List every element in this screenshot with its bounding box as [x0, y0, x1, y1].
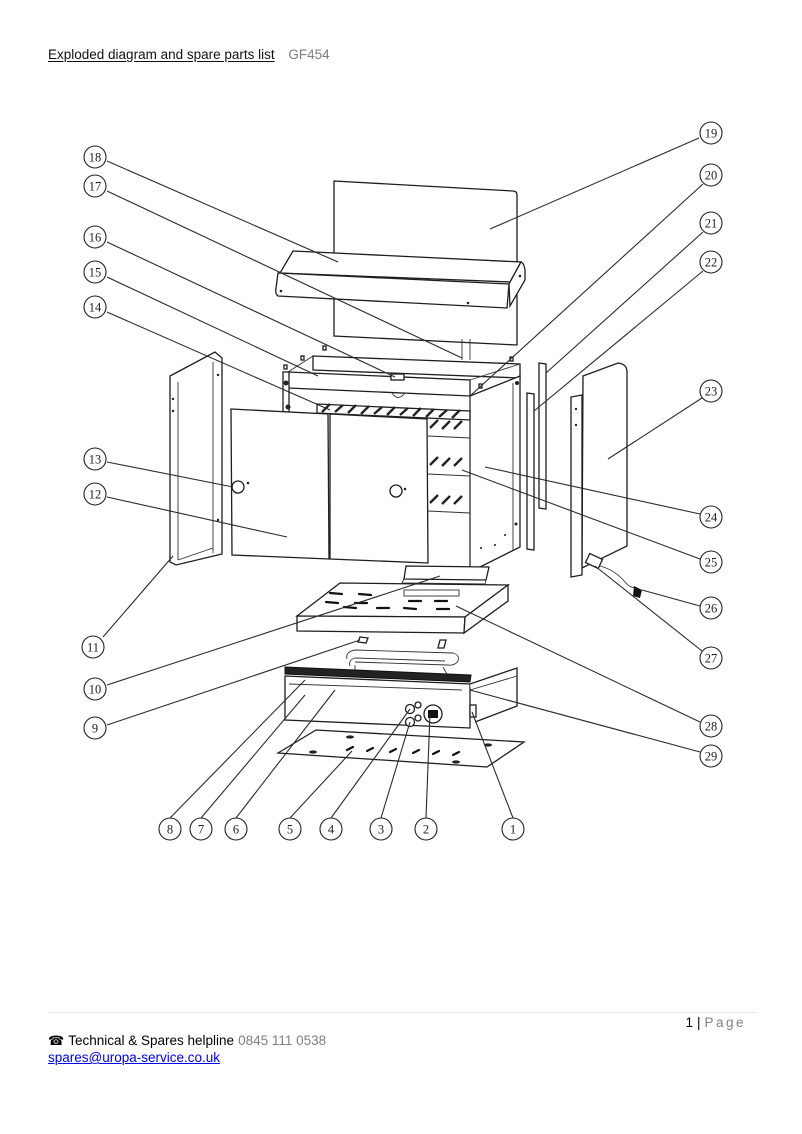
svg-text:4: 4 — [328, 822, 335, 836]
svg-text:25: 25 — [705, 555, 718, 569]
helpline-number: 0845 111 0538 — [238, 1033, 327, 1048]
leader-lines — [102, 137, 704, 819]
callout-21: 21 — [699, 211, 723, 235]
callout-4: 4 — [319, 817, 343, 841]
telephone-icon: ☎ — [48, 1033, 65, 1048]
svg-text:7: 7 — [198, 822, 204, 836]
callout-15: 15 — [83, 260, 107, 284]
svg-text:5: 5 — [287, 822, 293, 836]
callout-5: 5 — [278, 817, 302, 841]
callout-9: 9 — [83, 716, 107, 740]
callout-19: 19 — [699, 121, 723, 145]
callout-16: 16 — [83, 225, 107, 249]
svg-text:10: 10 — [89, 682, 102, 696]
part-23-right-side-panel — [570, 362, 628, 578]
callout-28: 28 — [699, 714, 723, 738]
part-17-support-post — [461, 339, 471, 360]
svg-text:29: 29 — [705, 749, 718, 763]
svg-text:13: 13 — [89, 452, 102, 466]
callout-10: 10 — [83, 677, 107, 701]
part-12-doors — [230, 408, 429, 564]
footer-divider — [48, 1012, 756, 1013]
page-number: 1|Page — [685, 1015, 746, 1030]
callout-26: 26 — [699, 596, 723, 620]
part-21-22-seal-strips — [526, 362, 547, 551]
callout-29: 29 — [699, 744, 723, 768]
callout-13: 13 — [83, 447, 107, 471]
part-11-left-side-panel — [169, 351, 223, 566]
callout-25: 25 — [699, 550, 723, 574]
svg-text:16: 16 — [89, 230, 102, 244]
svg-text:24: 24 — [705, 510, 718, 524]
model-number: GF454 — [288, 47, 330, 62]
callout-11: 11 — [81, 635, 105, 659]
page-separator: | — [696, 1015, 701, 1030]
callout-3: 3 — [369, 817, 393, 841]
email-link[interactable]: spares@uropa-service.co.uk — [48, 1050, 221, 1065]
part-5-bottom-plate — [275, 729, 526, 768]
page-number-value: 1 — [685, 1015, 693, 1030]
page-header: Exploded diagram and spare parts list GF… — [48, 47, 330, 62]
svg-text:20: 20 — [705, 168, 718, 182]
helpline-label: Technical & Spares helpline — [68, 1033, 235, 1048]
svg-text:19: 19 — [705, 126, 718, 140]
svg-text:15: 15 — [89, 265, 102, 279]
part-18-top-canopy — [275, 250, 526, 309]
svg-text:6: 6 — [233, 822, 239, 836]
svg-text:27: 27 — [705, 651, 718, 665]
svg-text:21: 21 — [705, 216, 718, 230]
svg-text:1: 1 — [510, 822, 516, 836]
callout-6: 6 — [224, 817, 248, 841]
callout-1: 1 — [501, 817, 525, 841]
callout-18: 18 — [83, 145, 107, 169]
svg-text:9: 9 — [92, 721, 98, 735]
callout-12: 12 — [83, 482, 107, 506]
svg-text:2: 2 — [423, 822, 429, 836]
callout-27: 27 — [699, 646, 723, 670]
page-label: Page — [704, 1015, 746, 1030]
callout-24: 24 — [699, 505, 723, 529]
document-title: Exploded diagram and spare parts list — [48, 47, 275, 62]
callout-14: 14 — [83, 295, 107, 319]
callout-20: 20 — [699, 163, 723, 187]
callout-2: 2 — [414, 817, 438, 841]
callout-17: 17 — [83, 174, 107, 198]
callouts: 1234567891011121314151617181920212223242… — [81, 121, 723, 841]
part-26-27-power-cord — [584, 552, 642, 598]
svg-text:14: 14 — [89, 300, 102, 314]
svg-text:23: 23 — [705, 384, 718, 398]
svg-text:12: 12 — [89, 487, 102, 501]
part-28-base-plate — [295, 582, 510, 635]
callout-23: 23 — [699, 379, 723, 403]
callout-7: 7 — [189, 817, 213, 841]
svg-text:26: 26 — [705, 601, 718, 615]
part-6-8-base-housing — [284, 666, 518, 729]
part-24-cabinet-side — [469, 375, 521, 569]
svg-text:18: 18 — [89, 150, 102, 164]
svg-text:3: 3 — [378, 822, 384, 836]
callout-8: 8 — [158, 817, 182, 841]
svg-text:22: 22 — [705, 255, 718, 269]
svg-text:28: 28 — [705, 719, 718, 733]
svg-text:17: 17 — [89, 179, 102, 193]
svg-text:11: 11 — [87, 640, 99, 654]
svg-text:8: 8 — [167, 822, 173, 836]
part-10-drip-tray — [401, 565, 490, 585]
callout-22: 22 — [699, 250, 723, 274]
